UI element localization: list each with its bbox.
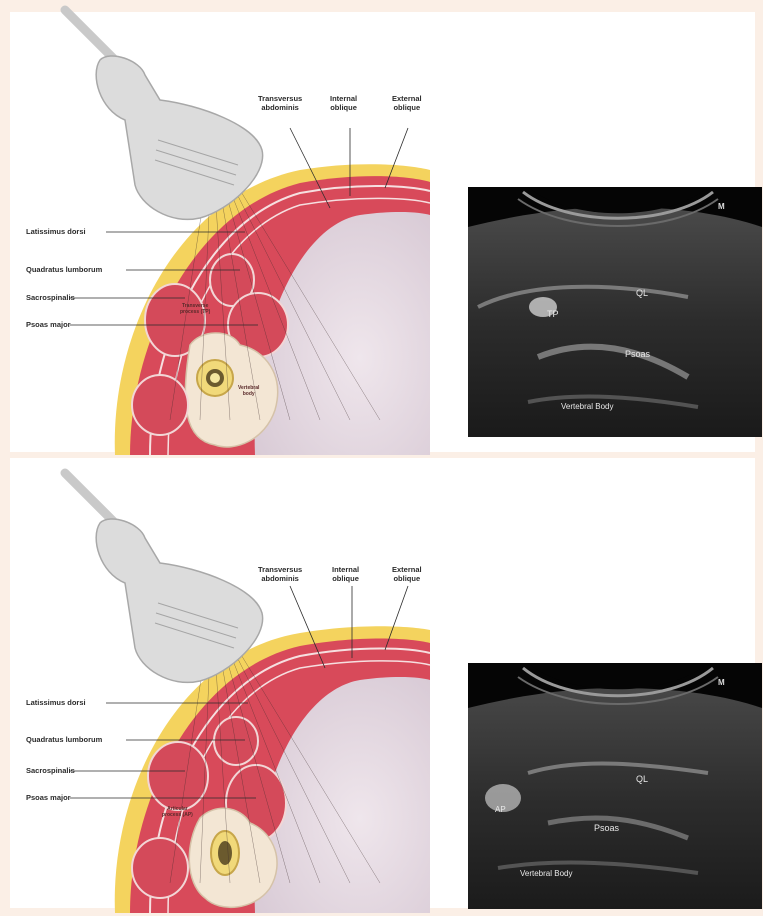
label-text: Transversus abdominis [258, 565, 302, 583]
ultrasound-image: QL TP Psoas Vertebral Body M [468, 187, 762, 437]
label-latissimus-dorsi: Latissimus dorsi [26, 227, 86, 236]
us-orientation-marker: M [718, 678, 725, 687]
ultrasound-probe [96, 519, 262, 682]
ultrasound-image: QL AP Psoas Vertebral Body M [468, 663, 762, 909]
label-quadratus-lumborum: Quadratus lumborum [26, 735, 102, 744]
label-text: Internal oblique [332, 565, 359, 583]
label-text: Internal oblique [330, 94, 357, 112]
us-label-vertebral-body: Vertebral Body [520, 869, 572, 879]
label-internal-oblique: Internal oblique [330, 94, 357, 112]
label-sacrospinalis: Sacrospinalis [26, 293, 75, 302]
us-label-vertebral-body: Vertebral Body [561, 402, 613, 412]
label-text: External oblique [392, 94, 422, 112]
label-text: Articular process (AP) [162, 806, 193, 818]
label-internal-oblique: Internal oblique [332, 565, 359, 583]
label-external-oblique: External oblique [392, 94, 422, 112]
us-orientation-marker: M [718, 202, 725, 211]
label-text: Vertebral body [238, 385, 259, 397]
probe-cable [65, 473, 115, 523]
sacrospinalis-muscle [148, 742, 208, 810]
probe-cable [65, 10, 115, 60]
label-external-oblique: External oblique [392, 565, 422, 583]
bottom-panel: Transversus abdominis Internal oblique E… [0, 458, 763, 916]
label-text: Transverse process (TP) [180, 303, 210, 315]
label-vertebral-body: Vertebral body [238, 385, 259, 397]
us-label-psoas: Psoas [594, 823, 619, 833]
label-transverse-process: Transverse process (TP) [180, 303, 210, 315]
label-transversus-abdominis: Transversus abdominis [258, 94, 302, 112]
label-text: External oblique [392, 565, 422, 583]
label-sacrospinalis: Sacrospinalis [26, 766, 75, 775]
label-articular-process: Articular process (AP) [162, 806, 193, 818]
label-quadratus-lumborum: Quadratus lumborum [26, 265, 102, 274]
us-label-tp: TP [547, 309, 559, 319]
us-label-ap: AP [495, 805, 506, 815]
us-label-ql: QL [636, 774, 648, 784]
label-latissimus-dorsi: Latissimus dorsi [26, 698, 86, 707]
ultrasound-probe [96, 56, 262, 219]
top-panel: Transversus abdominis Internal oblique E… [0, 0, 763, 458]
us-label-ql: QL [636, 288, 648, 298]
label-text: Transversus abdominis [258, 94, 302, 112]
label-psoas-major: Psoas major [26, 320, 71, 329]
us-label-psoas: Psoas [625, 349, 650, 359]
label-transversus-abdominis: Transversus abdominis [258, 565, 302, 583]
anatomy-illustration [0, 458, 470, 916]
label-psoas-major: Psoas major [26, 793, 71, 802]
